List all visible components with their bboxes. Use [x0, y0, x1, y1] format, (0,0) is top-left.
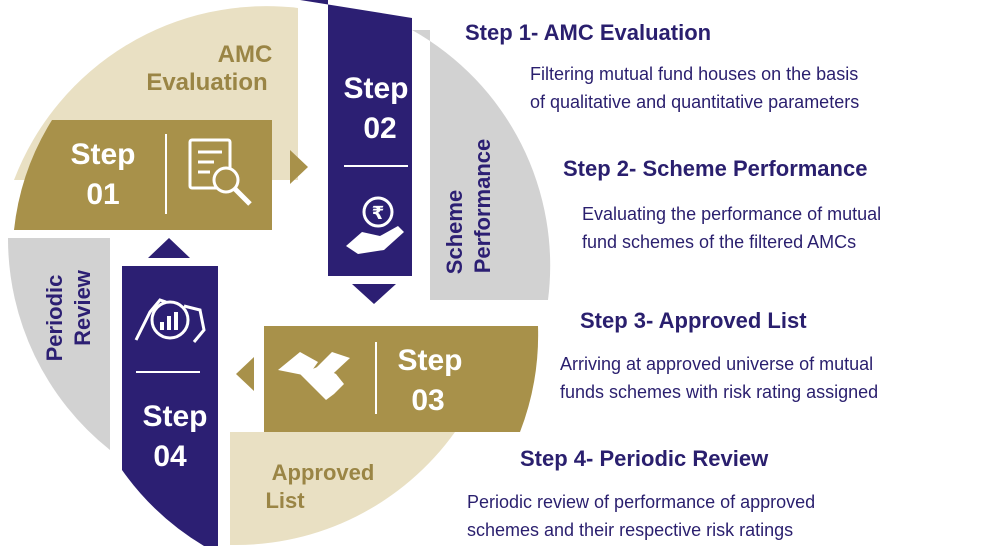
step2-label-line1: Scheme [442, 190, 467, 274]
step1-number: 01 [86, 178, 119, 211]
process-wheel: Step 01 AMC Evaluation Step 02 ₹ Scheme … [7, 0, 551, 546]
step2-description: Evaluating the performance of mutual fun… [582, 200, 881, 256]
rupee-hand-icon: ₹ [346, 196, 404, 254]
arrow-left-icon [236, 357, 254, 391]
sector-approved-list [230, 432, 455, 546]
step4-title: Step 4- Periodic Review [520, 446, 769, 471]
arrow-right-icon [290, 150, 308, 184]
step1-band [14, 120, 272, 230]
step1-desc-line2: of qualitative and quantitative paramete… [530, 92, 860, 112]
step2-number: 02 [363, 112, 396, 145]
step1-description: Filtering mutual fund houses on the basi… [530, 60, 859, 116]
handshake-icon [278, 352, 350, 400]
step2-label-line2: Performance [470, 139, 495, 274]
sector-periodic-review [7, 238, 111, 450]
step3-desc-line2: funds schemes with risk rating assigned [560, 382, 879, 402]
step1-word: Step [70, 138, 135, 171]
step4-band [122, 266, 218, 546]
step1-title: Step 1- AMC Evaluation [465, 20, 712, 45]
step2-title: Step 2- Scheme Performance [563, 156, 868, 181]
step4-label-line1: Periodic [42, 275, 67, 362]
step2-word: Step [343, 72, 408, 105]
step1-label-line2: Evaluation [146, 69, 267, 96]
step3-label-line1: Approved [272, 460, 375, 485]
step3-description: Arriving at approved universe of mutual … [560, 350, 878, 406]
step4-description: Periodic review of performance of approv… [467, 488, 815, 544]
step3-desc-line1: Arriving at approved universe of mutual [560, 354, 874, 374]
step2-desc-line2: fund schemes of the filtered AMCs [582, 232, 857, 252]
step3-label-line2: List [265, 488, 305, 513]
step2-desc-line1: Evaluating the performance of mutual [582, 204, 882, 224]
step4-desc-line2: schemes and their respective risk rating… [467, 520, 794, 540]
hand-gauge-icon [134, 298, 206, 343]
svg-text:₹: ₹ [372, 203, 385, 223]
sector-scheme-performance [412, 30, 551, 300]
arrow-up-icon [148, 238, 190, 258]
step4-desc-line1: Periodic review of performance of approv… [467, 492, 816, 512]
step4-label-line2: Review [70, 269, 95, 346]
step2-band [300, 0, 412, 276]
document-search-icon [188, 138, 252, 206]
step4-number: 04 [153, 440, 187, 473]
step1-desc-line1: Filtering mutual fund houses on the basi… [530, 64, 859, 84]
step3-title: Step 3- Approved List [580, 308, 807, 333]
step1-label-line1: AMC [218, 41, 273, 68]
arrow-down-icon [352, 284, 396, 304]
step4-word: Step [142, 400, 207, 433]
step3-word: Step [397, 344, 462, 377]
step3-number: 03 [411, 384, 444, 417]
